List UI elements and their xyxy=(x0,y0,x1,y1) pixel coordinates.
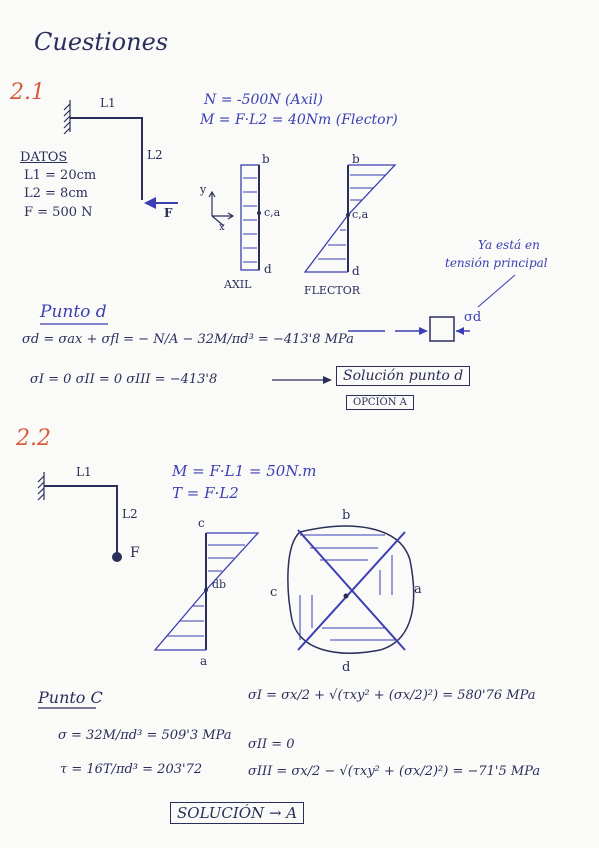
eq-sigma-2: σII = 0 xyxy=(248,737,295,752)
datos-l2: L2 = 8cm xyxy=(24,186,88,201)
force-arrow-icon xyxy=(144,197,178,209)
sigma-d-label: σd xyxy=(464,310,482,325)
flector-label: FLECTOR xyxy=(304,284,361,297)
eq-moment-2: M = F·L1 = 50N.m xyxy=(172,462,317,480)
flector-diagram xyxy=(303,164,397,273)
bend-point-db: db xyxy=(212,578,227,591)
eq-sigma-3: σIII = σx/2 − √(τxy² + (σx/2)²) = −71'5 … xyxy=(248,764,541,779)
circle-point-b: b xyxy=(342,508,351,523)
l2-label-2: L2 xyxy=(122,507,138,521)
cross-section-diagram xyxy=(287,525,415,654)
eq-tau: τ = 16T/πd³ = 203'72 xyxy=(60,762,203,777)
datos-l1: L1 = 20cm xyxy=(24,168,97,183)
l1-label-2: L1 xyxy=(76,465,92,479)
axil-point-ca: c,a xyxy=(264,206,281,219)
frame-beam-2 xyxy=(44,485,118,553)
flector-point-b: b xyxy=(352,152,360,166)
axil-point-b: b xyxy=(262,152,270,166)
solucion-d-box: Solución punto d xyxy=(336,366,471,386)
section-2-2-label: 2.2 xyxy=(16,426,51,451)
note-arrow xyxy=(477,274,516,308)
eq-sigma-1: σI = σx/2 + √(τxy² + (σx/2)²) = 580'76 M… xyxy=(248,688,536,703)
force-label: F xyxy=(164,206,173,220)
eq-axial: N = -500N (Axil) xyxy=(204,92,323,108)
section-2-1-label: 2.1 xyxy=(10,80,45,105)
axil-diagram xyxy=(240,164,261,271)
note-line-2: tensión principal xyxy=(445,256,548,270)
circle-point-d: d xyxy=(342,660,351,675)
solucion-box: SOLUCIÓN → A xyxy=(170,802,305,824)
datos-f: F = 500 N xyxy=(24,205,93,220)
axil-label: AXIL xyxy=(224,278,252,291)
bend-point-a: a xyxy=(200,654,208,668)
note-line-1: Ya está en xyxy=(478,238,540,252)
circle-point-c: c xyxy=(270,585,278,600)
circle-point-a: a xyxy=(414,582,422,597)
frame-beam xyxy=(70,117,143,200)
flector-point-ca: c,a xyxy=(352,208,369,221)
flector-point-d: d xyxy=(352,264,360,278)
eq-moment: M = F·L2 = 40Nm (Flector) xyxy=(200,112,398,128)
axil-point-d: d xyxy=(264,262,272,276)
wall-icon xyxy=(63,100,71,135)
l2-label: L2 xyxy=(147,148,163,162)
axes-icon xyxy=(208,190,235,227)
wall-icon xyxy=(37,472,45,501)
force-point-icon xyxy=(112,552,122,562)
l1-label: L1 xyxy=(100,96,116,110)
stress-element xyxy=(429,316,455,342)
page-title: Cuestiones xyxy=(34,28,169,56)
datos-title: DATOS xyxy=(20,150,68,165)
punto-c-heading: Punto C xyxy=(38,688,103,707)
eq-sigma-d: σd = σax + σfl = − N/A − 32M/πd³ = −413'… xyxy=(22,332,354,347)
eq-sigma: σ = 32M/πd³ = 509'3 MPa xyxy=(58,728,232,743)
eq-principal-d: σI = 0 σII = 0 σIII = −413'8 xyxy=(30,372,218,387)
axis-y: y xyxy=(200,183,207,196)
opcion-a-box: OPCIÓN A xyxy=(346,395,414,410)
force-label-2: F xyxy=(130,545,140,561)
bend-point-c: c xyxy=(198,516,205,530)
eq-torque: T = F·L2 xyxy=(172,484,239,502)
punto-d-heading: Punto d xyxy=(40,302,107,322)
bending-diagram xyxy=(153,532,260,651)
axis-x: x xyxy=(219,222,225,233)
